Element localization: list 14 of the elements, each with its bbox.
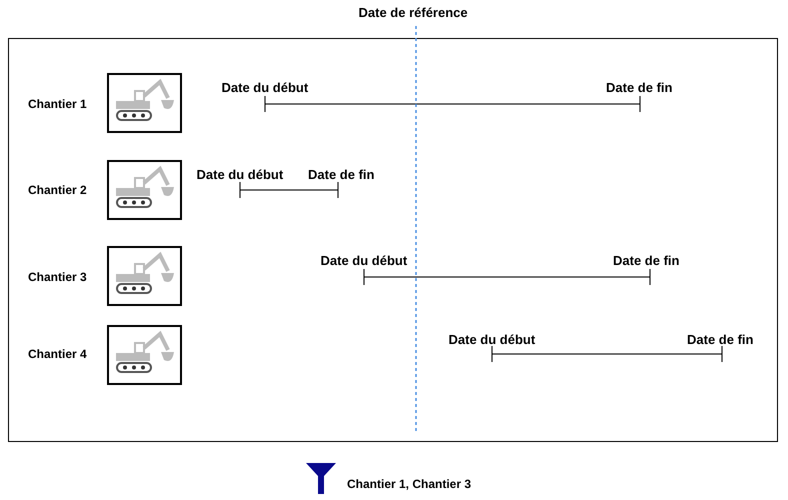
row-label: Chantier 3 [28, 270, 87, 284]
row-label: Chantier 4 [28, 347, 87, 361]
end-date-label: Date de fin [308, 167, 374, 182]
filter-result-label: Chantier 1, Chantier 3 [347, 477, 472, 491]
row-label: Chantier 1 [28, 97, 87, 111]
start-date-label: Date du début [320, 253, 408, 268]
reference-date-label: Date de référence [358, 5, 468, 20]
start-date-label: Date du début [222, 80, 308, 95]
end-date-label: Date de fin [613, 253, 680, 268]
end-date-label: Date de fin [687, 332, 754, 347]
end-date-label: Date de fin [606, 80, 672, 95]
start-date-label: Date du début [196, 167, 284, 182]
start-date-label: Date du début [448, 332, 536, 347]
row-label: Chantier 2 [28, 183, 87, 197]
